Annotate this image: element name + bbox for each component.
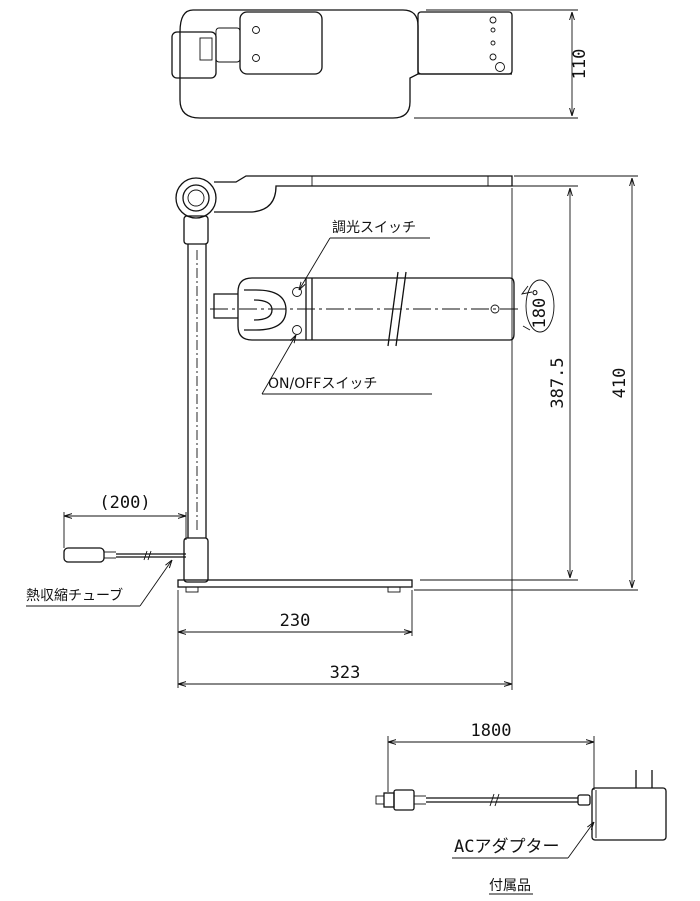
callout-dimmer — [299, 237, 430, 290]
dimension-overall-height: 410 — [610, 368, 630, 399]
dimension-adapter-cord-lines — [387, 736, 595, 792]
label-accessory: 付属品 — [489, 878, 531, 894]
callout-ac-adapter — [452, 822, 594, 859]
dimension-cable-lines — [63, 512, 187, 548]
rotation-label: 180° — [530, 288, 550, 329]
dimension-base: 230 — [280, 611, 311, 631]
dimension-cable: (200) — [99, 493, 150, 513]
dimension-arm-height-lines — [420, 185, 578, 581]
label-ac-adapter: ACアダプター — [454, 837, 559, 857]
callout-heat-shrink — [26, 560, 172, 607]
label-power-switch: ON/OFFスイッチ — [268, 376, 377, 392]
side-view — [175, 175, 555, 593]
label-dimmer-switch: 調光スイッチ — [332, 220, 416, 236]
label-heat-shrink-tube: 熱収縮チューブ — [26, 587, 123, 604]
dimension-base-lines — [177, 590, 413, 688]
dimension-arm-height: 387.5 — [548, 357, 568, 408]
callout-power — [261, 335, 432, 395]
dimension-top-height: 110 — [570, 49, 590, 80]
dimension-adapter-cord: 1800 — [471, 721, 512, 741]
ac-adapter-drawing — [375, 770, 667, 841]
top-view — [171, 9, 578, 119]
dimension-overall-length-lines — [178, 188, 513, 690]
dimension-overall-length: 323 — [330, 663, 361, 683]
dimension-overall-height-lines — [414, 175, 638, 591]
cable-plug — [63, 547, 186, 563]
